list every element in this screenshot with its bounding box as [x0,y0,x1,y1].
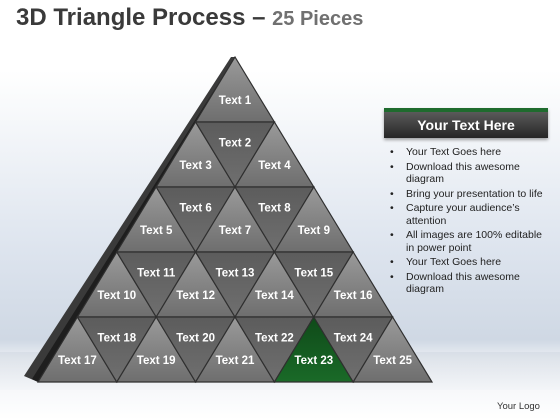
piece-label-11: Text 11 [137,268,176,280]
bullet-text: Bring your presentation to life [406,187,543,200]
pyramid-labels: Text 1 Text 3 Text 2 Text 4 Text 5 Text 6 Text… [58,95,413,367]
piece-1 [194,55,276,123]
piece-label-10: Text 10 [97,290,136,302]
piece-label-5: Text 5 [140,225,173,237]
bullet-dot: • [390,270,394,283]
bullet-text: All images are 100% editable in power po… [406,229,542,254]
panel-header: Your Text Here [384,108,548,138]
bullet-item: • Bring your presentation to life [390,188,548,201]
bullet-text: Download this awesome diagram [406,270,520,296]
bullet-dot: • [390,187,394,200]
piece-label-17: Text 17 [58,355,97,367]
piece-label-22: Text 22 [255,333,294,345]
bullet-text: Your Text Goes here [406,146,502,158]
bullet-dot: • [390,202,394,214]
bullet-item: • Your Text Goes here [390,146,548,159]
piece-label-2: Text 2 [219,138,251,150]
piece-label-8: Text 8 [258,203,291,215]
bullet-dot: • [390,229,394,241]
bullet-item: • Download this awesome diagram [390,161,548,186]
piece-label-3: Text 3 [179,160,211,172]
pyramid-side-face [24,57,235,382]
logo-text: Your Logo [497,401,540,412]
piece-label-25: Text 25 [373,355,412,367]
piece-label-21: Text 21 [216,355,255,367]
title-subtitle: 25 Pieces [272,8,364,30]
title-dash: – [252,4,266,31]
piece-label-20: Text 20 [176,333,215,345]
piece-label-1: Text 1 [219,95,252,107]
bullet-dot: • [390,256,394,268]
bullet-text: Your Text Goes here [406,256,502,268]
bullet-item: • Download this awesome diagram [390,271,548,296]
page-title: 3D Triangle Process – 25 Pieces [16,4,363,32]
pyramid-side-edge [32,57,235,382]
piece-label-12: Text 12 [176,290,215,302]
title-main: 3D Triangle Process [16,4,246,31]
piece-label-16: Text 16 [334,290,373,302]
piece-label-13: Text 13 [216,268,255,280]
bullet-text: Capture your audience’s attention [406,202,520,227]
piece-label-23: Text 23 [294,355,333,367]
pyramid-tiles [36,55,434,384]
piece-label-6: Text 6 [179,203,211,215]
piece-label-19: Text 19 [137,355,176,367]
bullet-item: • Capture your audience’s attention [390,202,548,227]
pyramid-left-side [24,57,235,382]
piece-label-7: Text 7 [219,225,251,237]
bullet-text: Download this awesome diagram [406,160,520,186]
bullet-item: • Your Text Goes here [390,256,548,269]
bullet-item: • All images are 100% editable in power p… [390,229,548,254]
piece-25 [352,315,434,383]
bullet-dot: • [390,160,394,173]
piece-label-18: Text 18 [97,333,136,345]
piece-label-24: Text 24 [334,333,373,345]
piece-label-15: Text 15 [294,268,333,280]
piece-label-4: Text 4 [258,160,291,172]
piece-label-9: Text 9 [298,225,330,237]
bullet-list: • Your Text Goes here • Download this aweso… [384,146,548,296]
text-panel: Your Text Here • Your Text Goes here • Down… [384,108,548,298]
piece-label-14: Text 14 [255,290,294,302]
bullet-dot: • [390,146,394,158]
